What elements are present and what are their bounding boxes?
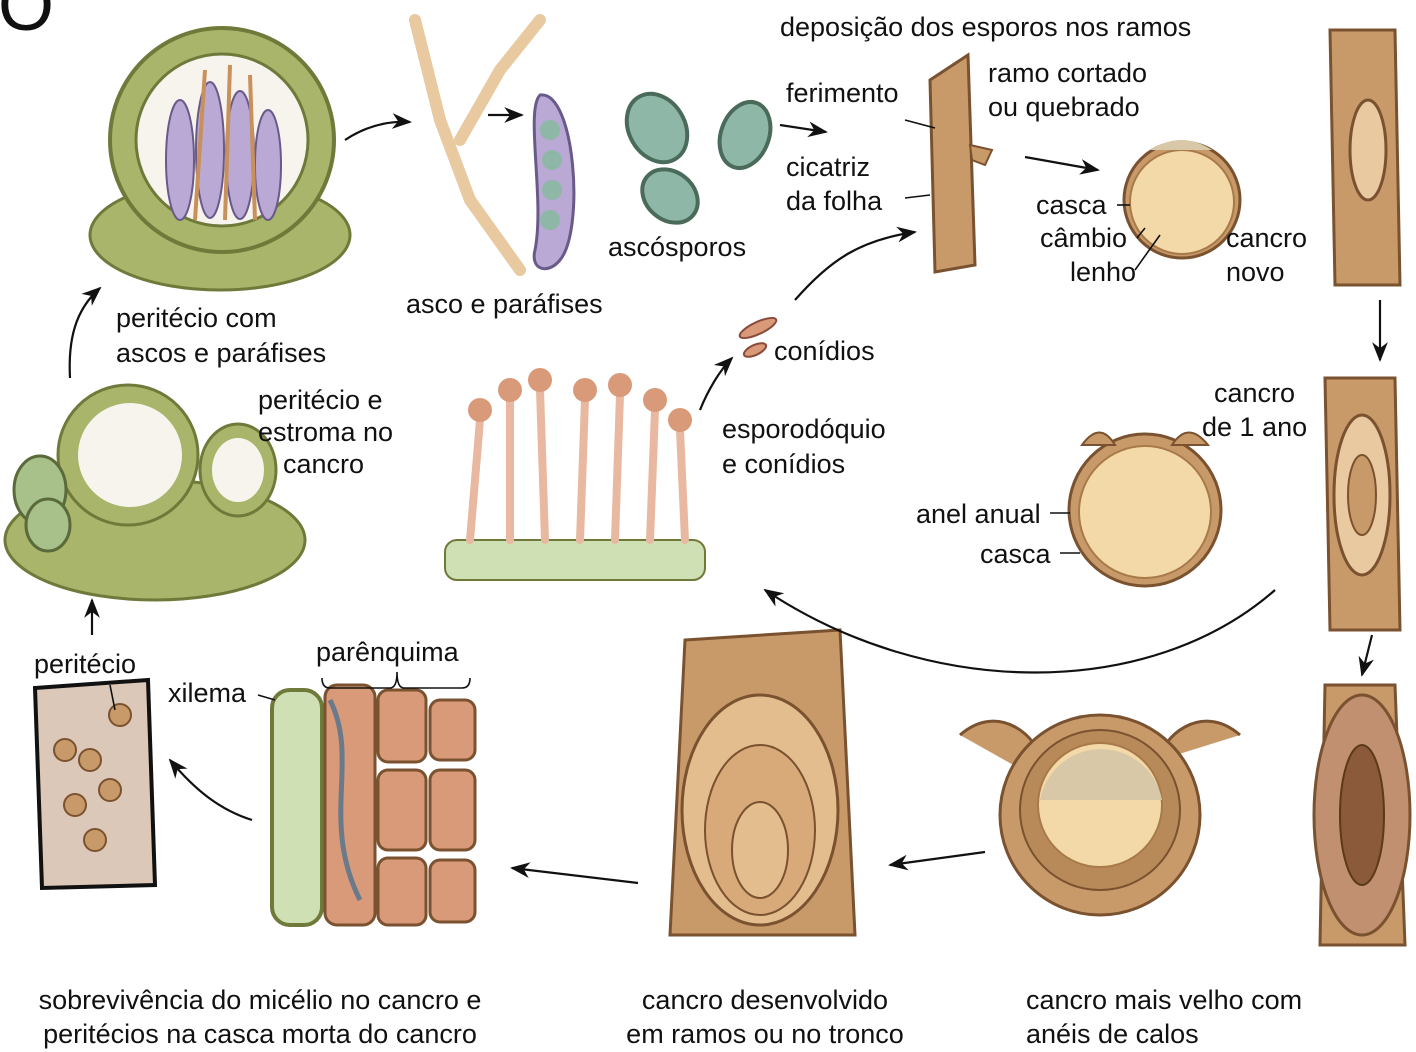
- label-ascus-paraphyses: asco e paráfises: [406, 287, 603, 321]
- label-bark-new: casca: [1036, 188, 1107, 222]
- conidia-illustration: [737, 314, 778, 359]
- label-leaf-scar-2: da folha: [786, 184, 882, 218]
- label-new-canker-1: cancro: [1226, 221, 1307, 255]
- label-perithecium-asci-1: peritécio com: [116, 301, 277, 335]
- label-one-year-canker-1: cancro: [1214, 376, 1295, 410]
- label-one-year-canker-2: de 1 ano: [1202, 410, 1307, 444]
- new-canker-section-illustration: [1124, 140, 1240, 258]
- label-annual-ring: anel anual: [916, 497, 1041, 531]
- caption-older-canker-2: anéis de calos: [1026, 1016, 1199, 1052]
- caption-developed-canker-1: cancro desenvolvido: [600, 982, 930, 1018]
- stem-one-year-canker-illustration: [1325, 378, 1400, 630]
- developed-canker-trunk-illustration: [670, 630, 855, 935]
- label-parenchyma: parênquima: [316, 635, 459, 669]
- label-xylem: xilema: [168, 676, 246, 710]
- arrow-developed-to-tissue: [512, 868, 638, 883]
- caption-older-canker-1: cancro mais velho com: [1026, 982, 1302, 1018]
- label-spore-deposition: deposição dos esporos nos ramos: [780, 10, 1191, 44]
- perithecium-with-asci-illustration: [90, 28, 350, 290]
- xylem-parenchyma-illustration: [272, 685, 475, 925]
- label-conidia: conídios: [774, 334, 875, 368]
- label-cut-branch-1: ramo cortado: [988, 56, 1147, 90]
- caption-developed-canker-2: em ramos ou no tronco: [600, 1016, 930, 1052]
- label-new-canker-2: novo: [1226, 255, 1285, 289]
- caption-mycelium-survival-2: peritécios na casca morta do cancro: [20, 1016, 500, 1052]
- sporodochium-illustration: [445, 368, 705, 580]
- label-wound: ferimento: [786, 76, 899, 110]
- ascospores-illustration: [615, 83, 779, 234]
- arrow-stroma-to-perithecium: [70, 288, 100, 378]
- caption-mycelium-survival-1: sobrevivência do micélio no cancro e: [20, 982, 500, 1018]
- label-perithecium: peritécio: [34, 647, 136, 681]
- label-cut-branch-2: ou quebrado: [988, 90, 1140, 124]
- arrow-older-to-developed: [890, 852, 985, 865]
- annual-ring-section-illustration: [1069, 433, 1221, 587]
- arrow-perithecium-to-ascus: [345, 122, 410, 140]
- label-bark-mid: casca: [980, 537, 1051, 571]
- arrow-ascospores-to-branch: [780, 125, 826, 132]
- branch-illustration: [930, 55, 992, 272]
- label-perithecium-stroma-3: cancro: [283, 447, 364, 481]
- arrow-sporodochium-to-conidia: [700, 358, 732, 410]
- label-cambium: câmbio: [1040, 221, 1127, 255]
- callus-rings-section-illustration: [960, 715, 1240, 915]
- stem-new-canker-illustration: [1330, 30, 1400, 285]
- arrow-tissue-to-bark: [170, 760, 252, 820]
- ascus-paraphyses-illustration: [415, 20, 574, 270]
- label-perithecium-stroma-2: estroma no: [258, 415, 393, 449]
- dead-bark-perithecia-illustration: [35, 680, 155, 888]
- label-perithecium-stroma-1: peritécio e: [258, 383, 383, 417]
- arrow-conidia-to-branch: [795, 232, 915, 300]
- label-perithecium-asci-2: ascos e paráfises: [116, 336, 326, 370]
- label-sporodochium-1: esporodóquio: [722, 412, 886, 446]
- stem-older-canker-illustration: [1314, 685, 1410, 945]
- label-wood: lenho: [1070, 255, 1136, 289]
- label-ascospores: ascósporos: [608, 230, 746, 264]
- label-sporodochium-2: e conídios: [722, 447, 845, 481]
- arrow-stem-down-2: [1362, 635, 1372, 675]
- label-leaf-scar-1: cicatriz: [786, 150, 870, 184]
- arrow-branch-to-section: [1025, 157, 1098, 170]
